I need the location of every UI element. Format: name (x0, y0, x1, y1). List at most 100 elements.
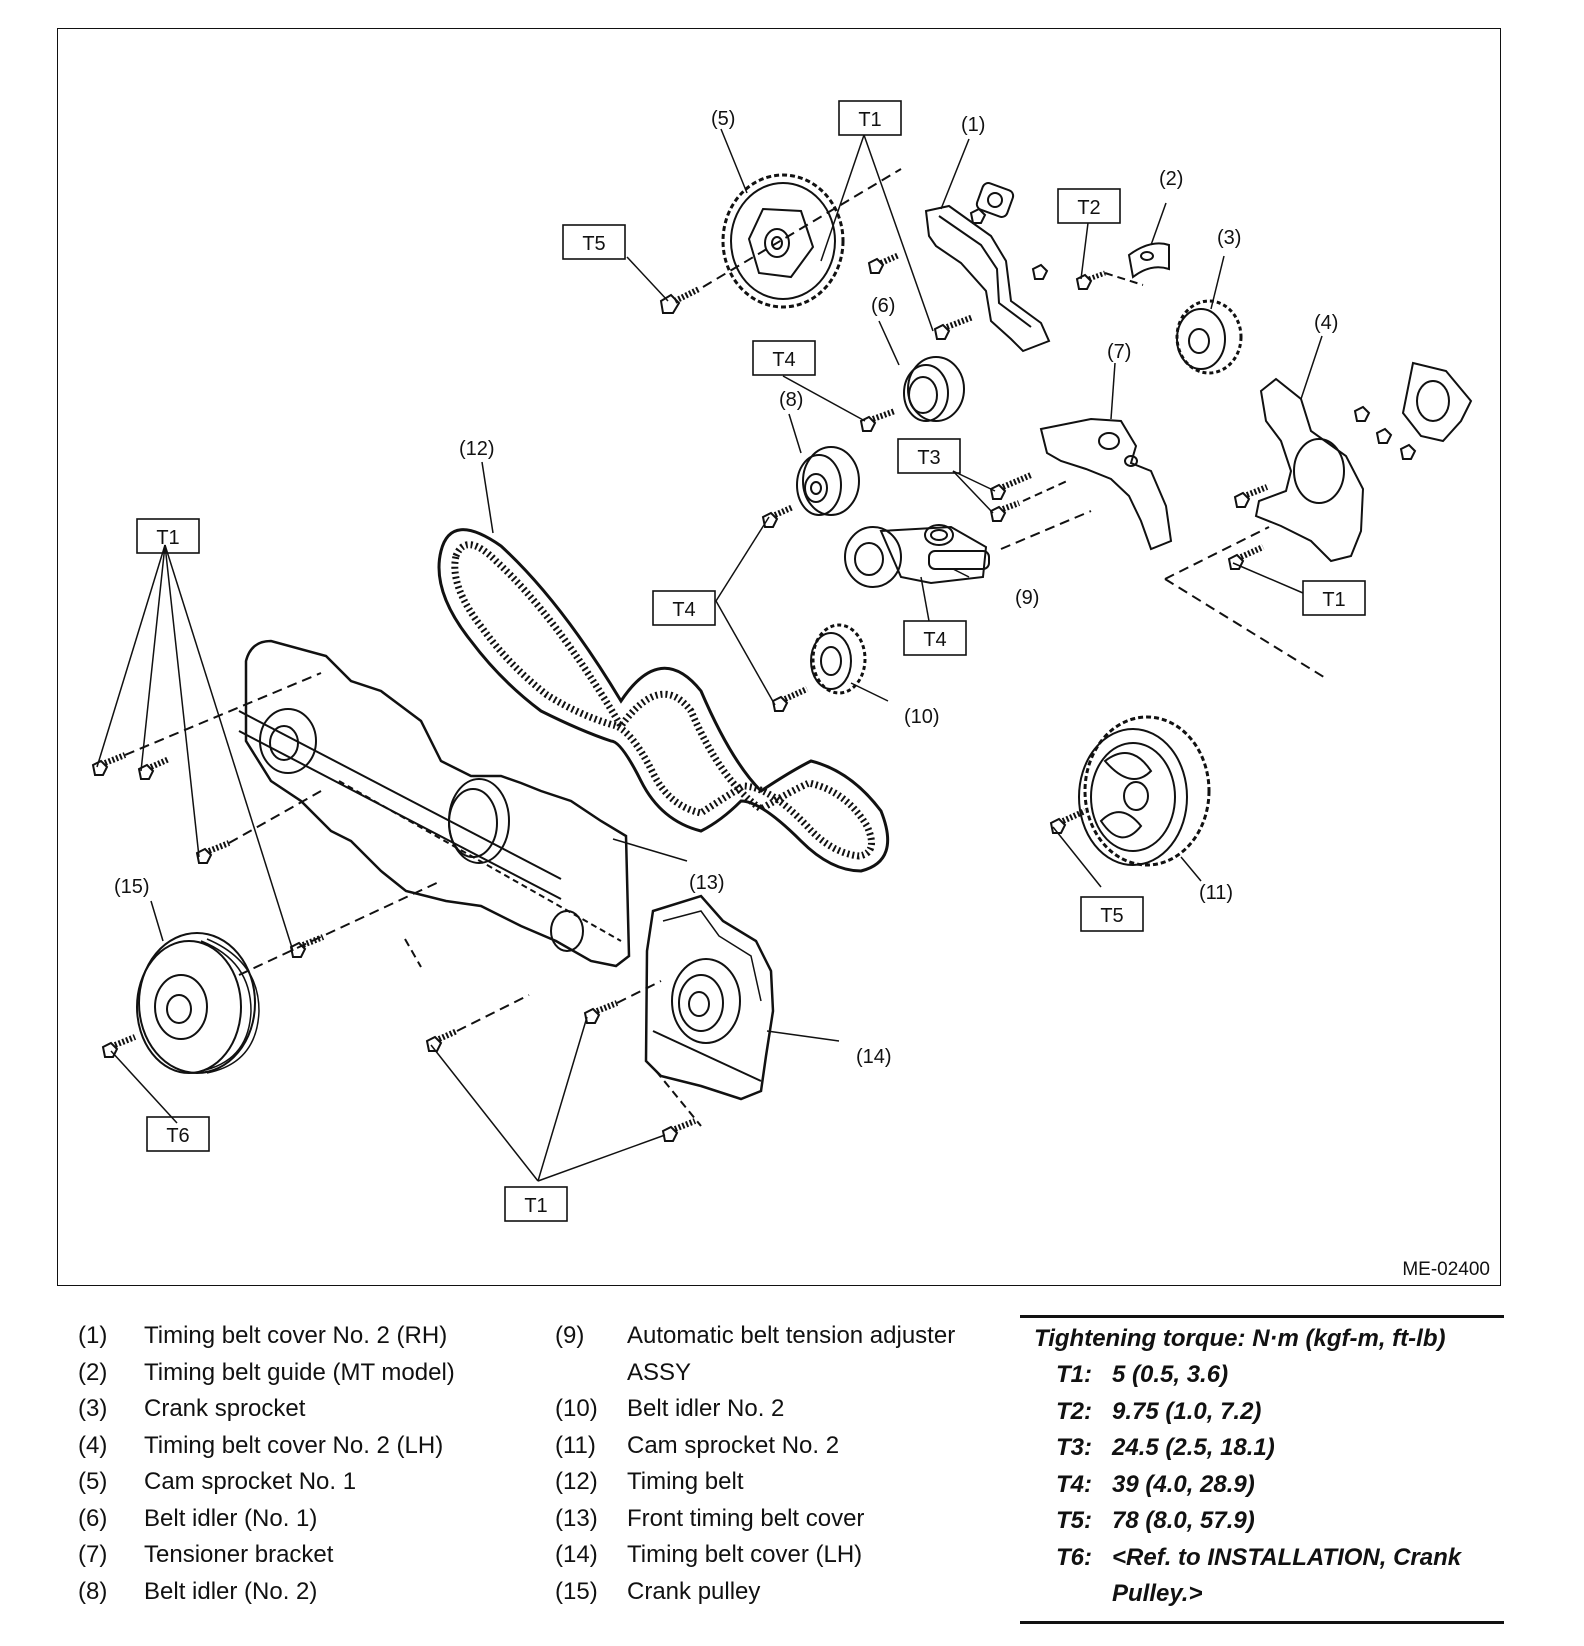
callout-13: (13) (689, 872, 725, 894)
torque-value: 9.75 (1.0, 7.2) (1112, 1397, 1262, 1425)
legend-item: (8) Belt idler (No. 2) (78, 1574, 455, 1611)
belt-idler-no2-part (796, 446, 860, 516)
legend-item: (2) Timing belt guide (MT model) (78, 1355, 455, 1392)
torque-key: T5: (1056, 1507, 1092, 1534)
legend-item-label: Belt idler No. 2 (627, 1395, 785, 1422)
tag-t4-left: T4 (672, 599, 695, 621)
tag-t4-right: T4 (923, 629, 946, 651)
legend-item-label: Automatic belt tension adjuster ASSY (627, 1322, 956, 1386)
tag-box-t6 (146, 1116, 210, 1152)
auto-belt-tensioner-part (844, 524, 990, 588)
legend-item-label: Front timing belt cover (627, 1504, 865, 1532)
crank-sprocket-part (1175, 299, 1243, 375)
torque-key: T4: (1056, 1470, 1092, 1498)
cam-sprocket-no2-part (1078, 715, 1211, 867)
tag-box-t1-top (838, 100, 902, 136)
tightening-torque-table: Tightening torque: N·m (kgf-m, ft-lb) T1… (1020, 1315, 1504, 1624)
legend-item-label: Belt idler (No. 1) (144, 1504, 318, 1532)
legend-item-label: Belt idler (No. 2) (144, 1577, 318, 1605)
torque-row: T6: <Ref. to INSTALLATION, Crank Pulley.> (1020, 1540, 1504, 1613)
legend-item: (5) Cam sprocket No. 1 (78, 1464, 455, 1501)
legend-item: (9) Automatic belt tension adjuster ASSY (555, 1318, 987, 1391)
tag-box-t3 (897, 438, 961, 474)
legend-item-number: (8) (78, 1577, 108, 1605)
legend-item-number: (1) (78, 1322, 108, 1349)
tag-box-t4-right (903, 620, 967, 656)
cam-sprocket-no1-part (721, 173, 845, 309)
torque-row: T3: 24.5 (2.5, 18.1) (1020, 1430, 1504, 1467)
legend-item-label: Cam sprocket No. 2 (627, 1431, 840, 1459)
exploded-view-figure: T1 T5 T2 T4 T3 T1 T4 T4 T1 T5 T6 T1 (5) … (57, 28, 1501, 1286)
timing-belt-cover-no2-lh-part (1254, 361, 1473, 563)
torque-value: 39 (4.0, 28.9) (1112, 1470, 1255, 1498)
legend-item: (6) Belt idler (No. 1) (78, 1501, 455, 1538)
legend-item-label: Timing belt guide (MT model) (144, 1358, 455, 1386)
legend-item: (14) Timing belt cover (LH) (555, 1537, 987, 1574)
callout-10: (10) (904, 706, 940, 728)
timing-belt-part (437, 528, 890, 873)
legend-item-number: (9) (555, 1322, 585, 1349)
callout-12: (12) (459, 438, 495, 460)
callout-1: (1) (961, 114, 985, 136)
callout-5: (5) (711, 108, 735, 130)
torque-value: 24.5 (2.5, 18.1) (1112, 1434, 1275, 1461)
tag-box-t5-lower (1080, 896, 1144, 932)
torque-key: T6: (1056, 1543, 1092, 1571)
tag-box-t5-top (562, 224, 626, 260)
torque-key: T3: (1056, 1434, 1092, 1461)
legend-item-label: Timing belt cover No. 2 (LH) (144, 1431, 444, 1459)
tag-t1-bottom: T1 (524, 1195, 547, 1217)
legend-item-label: Timing belt cover No. 2 (RH) (144, 1322, 448, 1349)
tag-box-t4-left (652, 590, 716, 626)
callout-2: (2) (1159, 168, 1183, 190)
legend-item-number: (15) (555, 1577, 598, 1605)
front-timing-belt-cover-part (238, 639, 631, 968)
tag-t1-left: T1 (156, 527, 179, 549)
parts-legend-col2: (9)Automatic belt tension adjuster ASSY(… (555, 1318, 987, 1610)
legend-item-number: (5) (78, 1468, 108, 1495)
tag-box-t4-upper (752, 340, 816, 376)
legend-item: (13) Front timing belt cover (555, 1501, 987, 1538)
legend-item-number: (3) (78, 1395, 108, 1422)
legend-item: (7)Tensioner bracket (78, 1537, 455, 1574)
legend-item-number: (6) (78, 1504, 108, 1532)
tag-t5-top: T5 (582, 233, 605, 255)
tag-t1-top: T1 (858, 109, 881, 131)
figure-id: ME-02400 (1402, 1259, 1490, 1280)
legend-item-number: (14) (555, 1541, 598, 1568)
tensioner-bracket-part (1039, 417, 1173, 551)
belt-idler-no1-part (903, 356, 965, 422)
torque-key: T1: (1056, 1361, 1092, 1388)
torque-tag-boxes (136, 100, 1366, 1222)
callout-9: (9) (1015, 587, 1039, 609)
callout-6: (6) (871, 295, 895, 317)
timing-belt-guide-part (1127, 242, 1170, 279)
legend-item-number: (13) (555, 1504, 598, 1532)
legend-item-number: (2) (78, 1358, 108, 1386)
torque-value: <Ref. to INSTALLATION, Crank Pulley.> (1112, 1543, 1462, 1608)
tag-t4-upper: T4 (772, 349, 795, 371)
legend-item: (11)Cam sprocket No. 2 (555, 1428, 987, 1465)
torque-row: T5:78 (8.0, 57.9) (1020, 1503, 1504, 1540)
legend-item: (3)Crank sprocket (78, 1391, 455, 1428)
torque-value: 5 (0.5, 3.6) (1112, 1361, 1229, 1388)
callout-8: (8) (779, 389, 803, 411)
legend-item-label: Cam sprocket No. 1 (144, 1468, 357, 1495)
torque-row: T2:9.75 (1.0, 7.2) (1020, 1394, 1504, 1431)
bolt-t5-upper (659, 286, 701, 314)
legend-item-label: Tensioner bracket (144, 1541, 334, 1568)
timing-belt-exploded-diagram: T1 T5 T2 T4 T3 T1 T4 T4 T1 T5 T6 T1 (5) … (91, 100, 1473, 1222)
legend-item-label: Timing belt cover (LH) (627, 1541, 863, 1568)
timing-belt-cover-lh-part (644, 894, 775, 1127)
parts-legend-col1: (1) Timing belt cover No. 2 (RH) (2) Timing… (78, 1318, 455, 1610)
crank-pulley-part (136, 932, 260, 1074)
legend-item-number: (12) (555, 1468, 598, 1495)
legend-item-label: Timing belt (627, 1468, 744, 1495)
tag-t2: T2 (1077, 197, 1100, 219)
callout-7: (7) (1107, 341, 1131, 363)
leader-lines (96, 128, 1323, 1182)
tag-box-t2 (1057, 188, 1121, 224)
legend-item-label: Crank pulley (627, 1577, 761, 1605)
legend-item-number: (10) (555, 1395, 598, 1422)
tag-box-t1-bottom (504, 1186, 568, 1222)
